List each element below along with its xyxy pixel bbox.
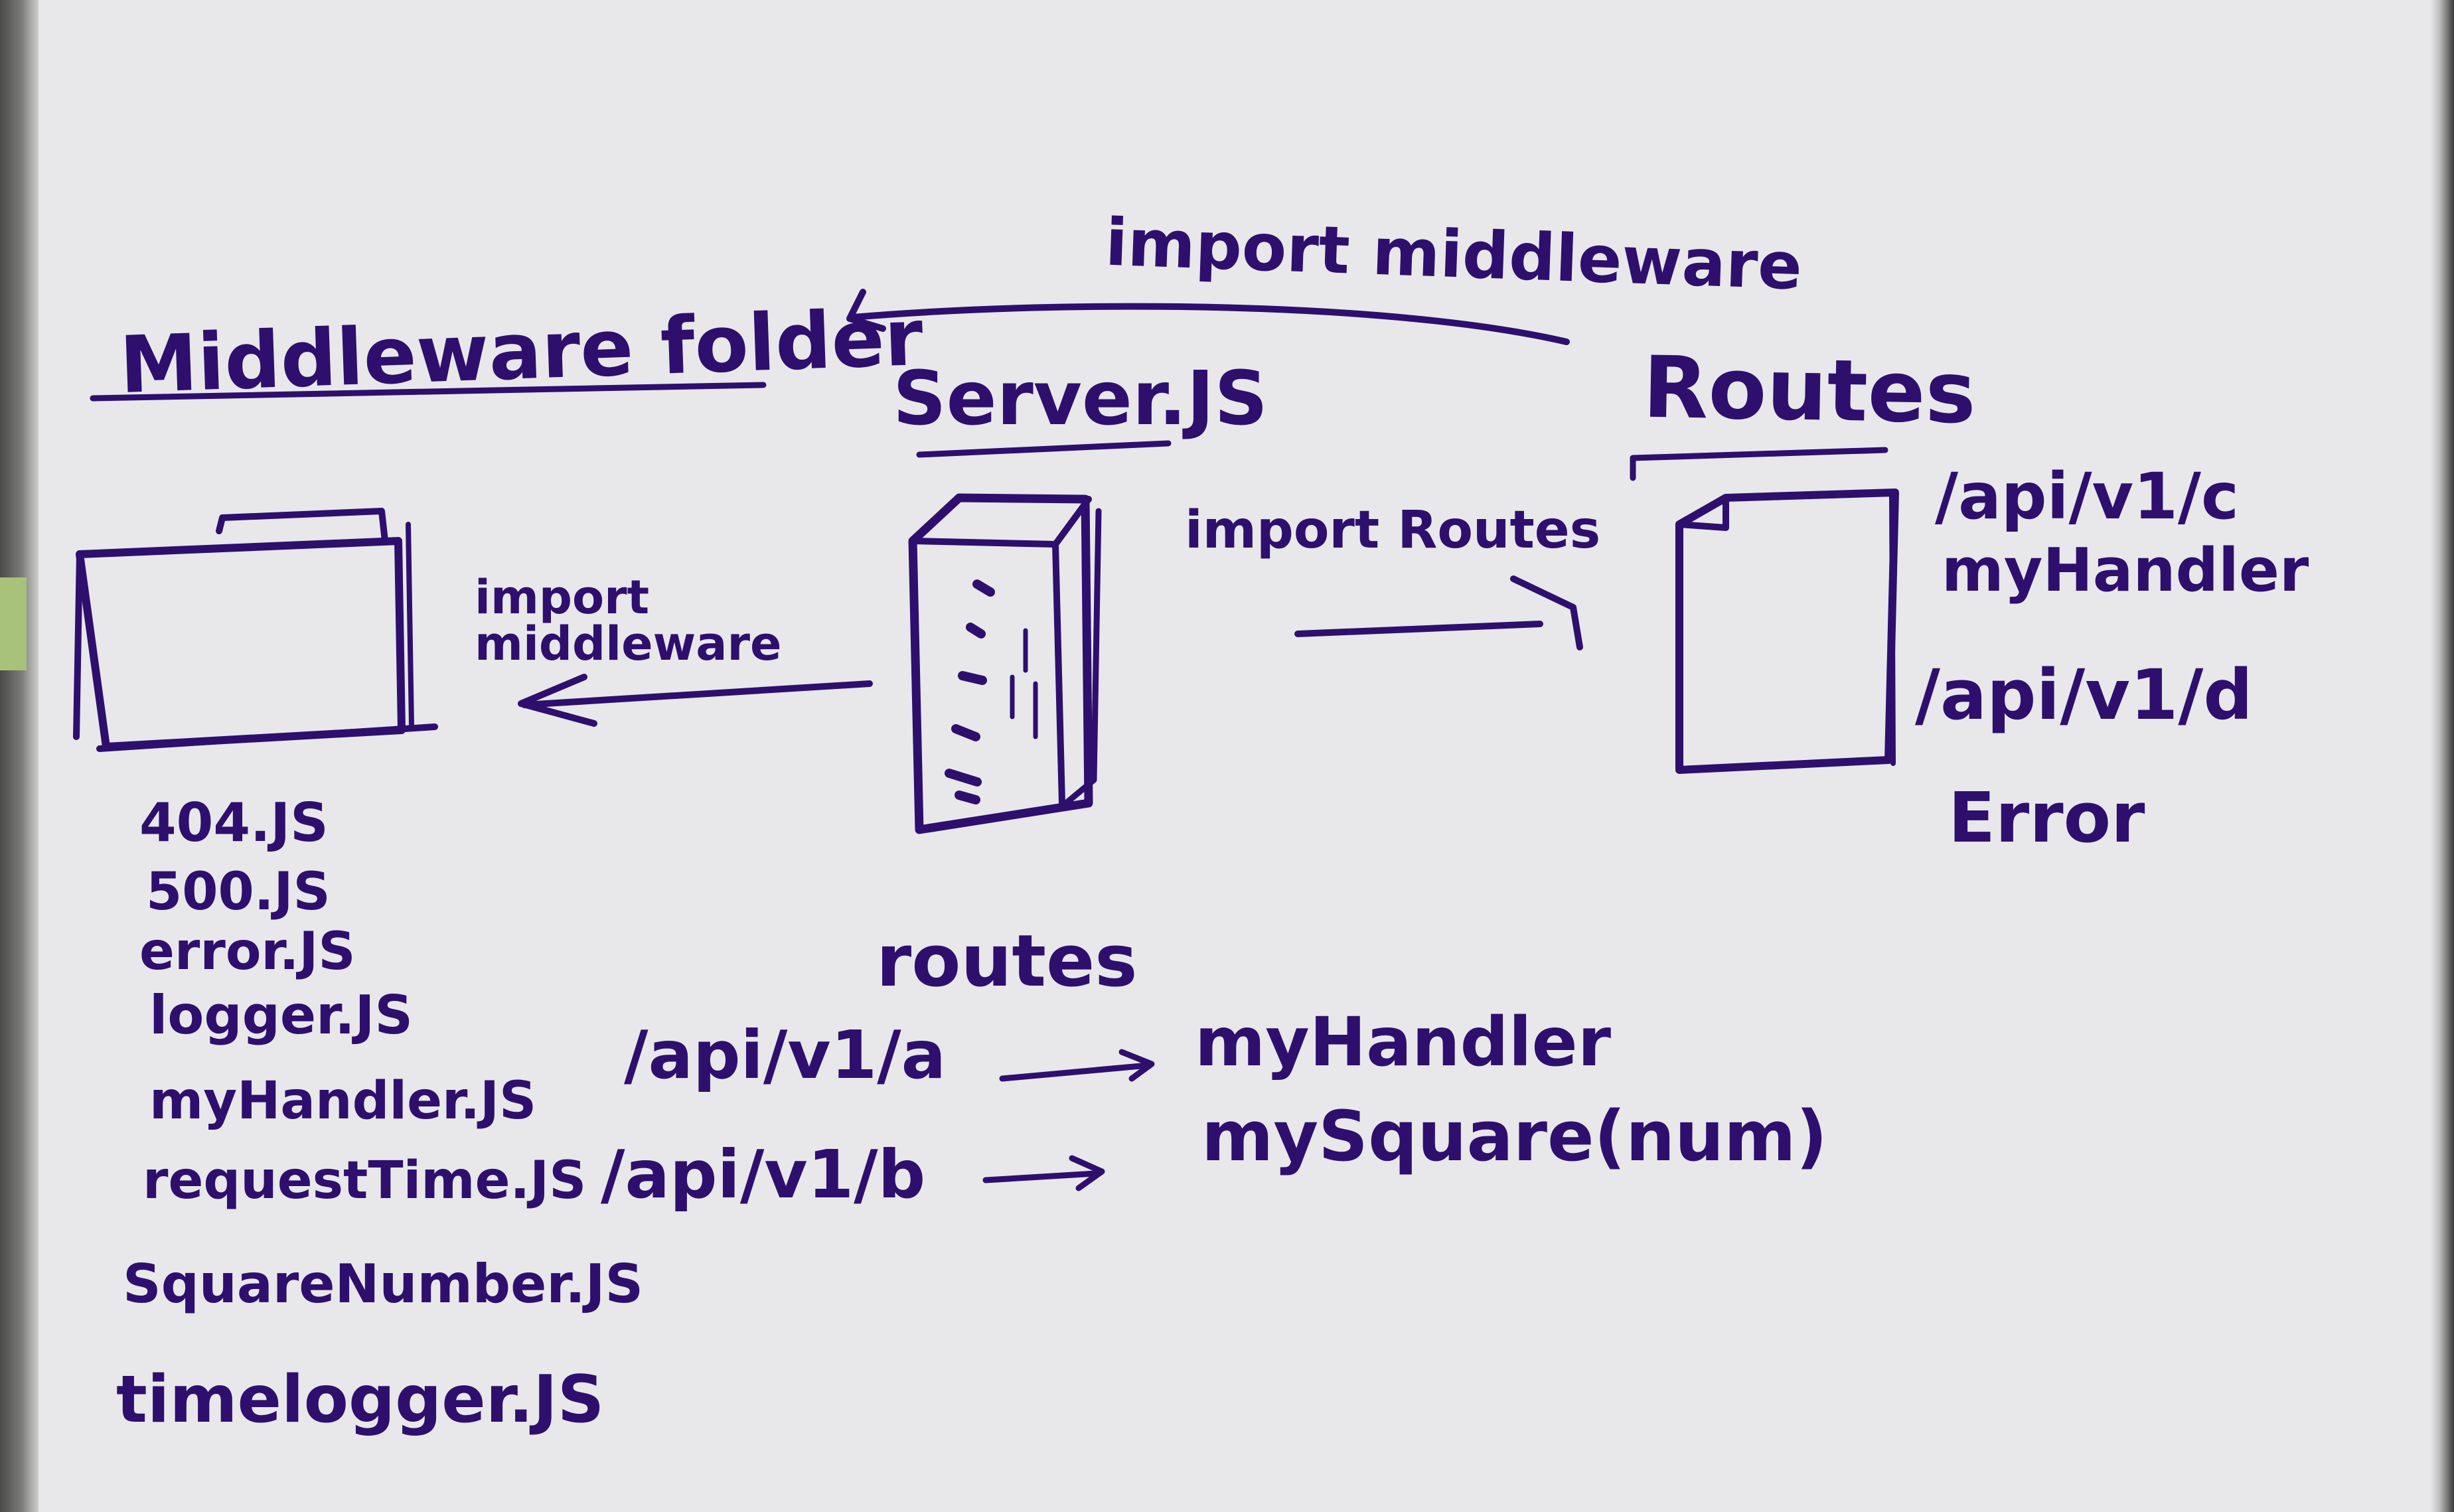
routes-heading-bracket — [1630, 447, 1888, 481]
routes-path-3: /api/v1/d — [1915, 654, 2253, 735]
middleware-file-8: timelogger.JS — [116, 1362, 605, 1438]
route-target-a: myHandler — [1195, 1003, 1612, 1082]
arrow-right — [1294, 575, 1583, 650]
right-arrow-label: import Routes — [1185, 500, 1601, 560]
board-edge-tag — [0, 577, 27, 670]
middleware-file-4: logger.JS — [149, 984, 413, 1046]
server-heading: Server.JS — [893, 356, 1268, 442]
middleware-file-6: requestTime.JS — [143, 1151, 587, 1211]
routes-page-icon — [1675, 489, 1899, 774]
left-arrow-label: import middleware — [475, 570, 782, 671]
middleware-file-7: SquareNumber.JS — [123, 1253, 644, 1315]
route-arrows — [982, 1049, 1155, 1191]
middleware-file-5: myHandler.JS — [149, 1071, 537, 1131]
route-path-b: /api/v1/b — [601, 1136, 926, 1213]
routes-path-1: /api/v1/c — [1935, 459, 2239, 534]
server-tower-icon — [908, 493, 1102, 834]
routes-path-4: Error — [1948, 777, 2145, 858]
arrow-top — [846, 289, 1570, 345]
routes-path-2: myHandler — [1942, 536, 2309, 605]
route-target-b: mySquare(num) — [1201, 1096, 1828, 1177]
server-heading-underline — [916, 440, 1172, 458]
arrow-left — [518, 674, 873, 727]
middleware-heading-underline — [90, 382, 767, 402]
middleware-file-1: 404.JS — [139, 792, 329, 854]
route-path-a: /api/v1/a — [624, 1016, 947, 1094]
routes-heading: Routes — [1642, 338, 1977, 443]
routes-table-heading: routes — [876, 920, 1138, 1003]
folder-icon — [73, 508, 438, 752]
middleware-file-3: error.JS — [139, 922, 356, 982]
middleware-file-2: 500.JS — [146, 862, 331, 922]
